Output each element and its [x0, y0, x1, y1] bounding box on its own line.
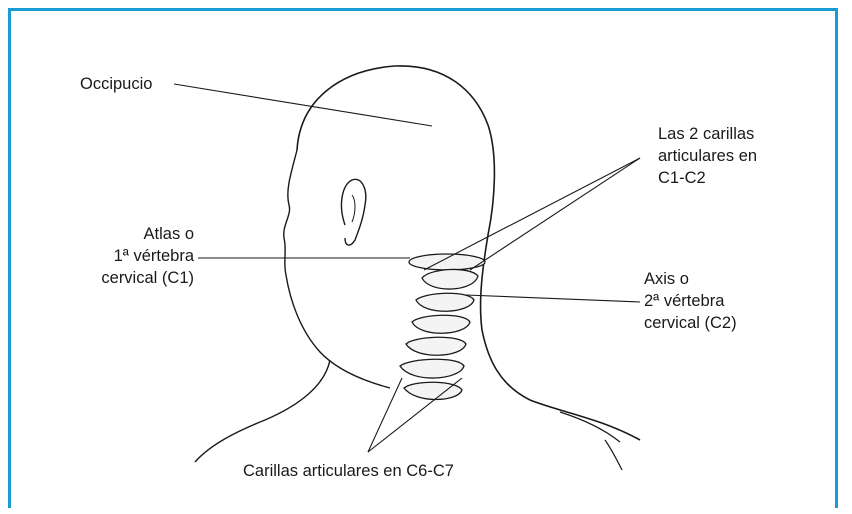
- vertebra-c3: [416, 293, 474, 311]
- vertebra-c2: [422, 269, 478, 289]
- label-facets-c6c7-text: Carillas articulares en C6-C7: [243, 460, 454, 482]
- ear-inner: [352, 195, 355, 222]
- label-axis: Axis o 2ª vértebra cervical (C2): [644, 268, 737, 334]
- cervical-spine: [400, 254, 485, 400]
- label-facets-c1c2: Las 2 carillas articulares en C1-C2: [658, 123, 757, 189]
- label-facets-c6c7: Carillas articulares en C6-C7: [243, 460, 454, 482]
- vertebra-c6: [400, 359, 464, 378]
- label-atlas-line3: cervical (C1): [60, 267, 194, 289]
- head-outline: [297, 66, 640, 440]
- leader-facets-c6c7-a: [368, 378, 402, 452]
- label-axis-line1: Axis o: [644, 268, 737, 290]
- leader-facets-c1c2-b: [470, 158, 640, 270]
- label-axis-line3: cervical (C2): [644, 312, 737, 334]
- label-axis-line2: 2ª vértebra: [644, 290, 737, 312]
- leader-axis: [466, 295, 640, 302]
- label-occipucio: Occipucio: [80, 73, 152, 95]
- vertebra-c5: [406, 337, 466, 355]
- ear: [341, 179, 365, 245]
- label-occipucio-text: Occipucio: [80, 73, 152, 95]
- label-facets-c1c2-line3: C1-C2: [658, 167, 757, 189]
- neck-front-line: [195, 360, 330, 462]
- leader-facets-c1c2-a: [424, 158, 640, 270]
- collarbone: [605, 440, 622, 470]
- label-facets-c1c2-line1: Las 2 carillas: [658, 123, 757, 145]
- vertebra-c4: [412, 315, 470, 333]
- leader-occipucio: [174, 84, 432, 126]
- jaw-outline: [284, 150, 390, 388]
- label-facets-c1c2-line2: articulares en: [658, 145, 757, 167]
- label-atlas-line1: Atlas o: [60, 223, 194, 245]
- leader-lines: [174, 84, 640, 452]
- label-atlas: Atlas o 1ª vértebra cervical (C1): [60, 223, 194, 289]
- label-atlas-line2: 1ª vértebra: [60, 245, 194, 267]
